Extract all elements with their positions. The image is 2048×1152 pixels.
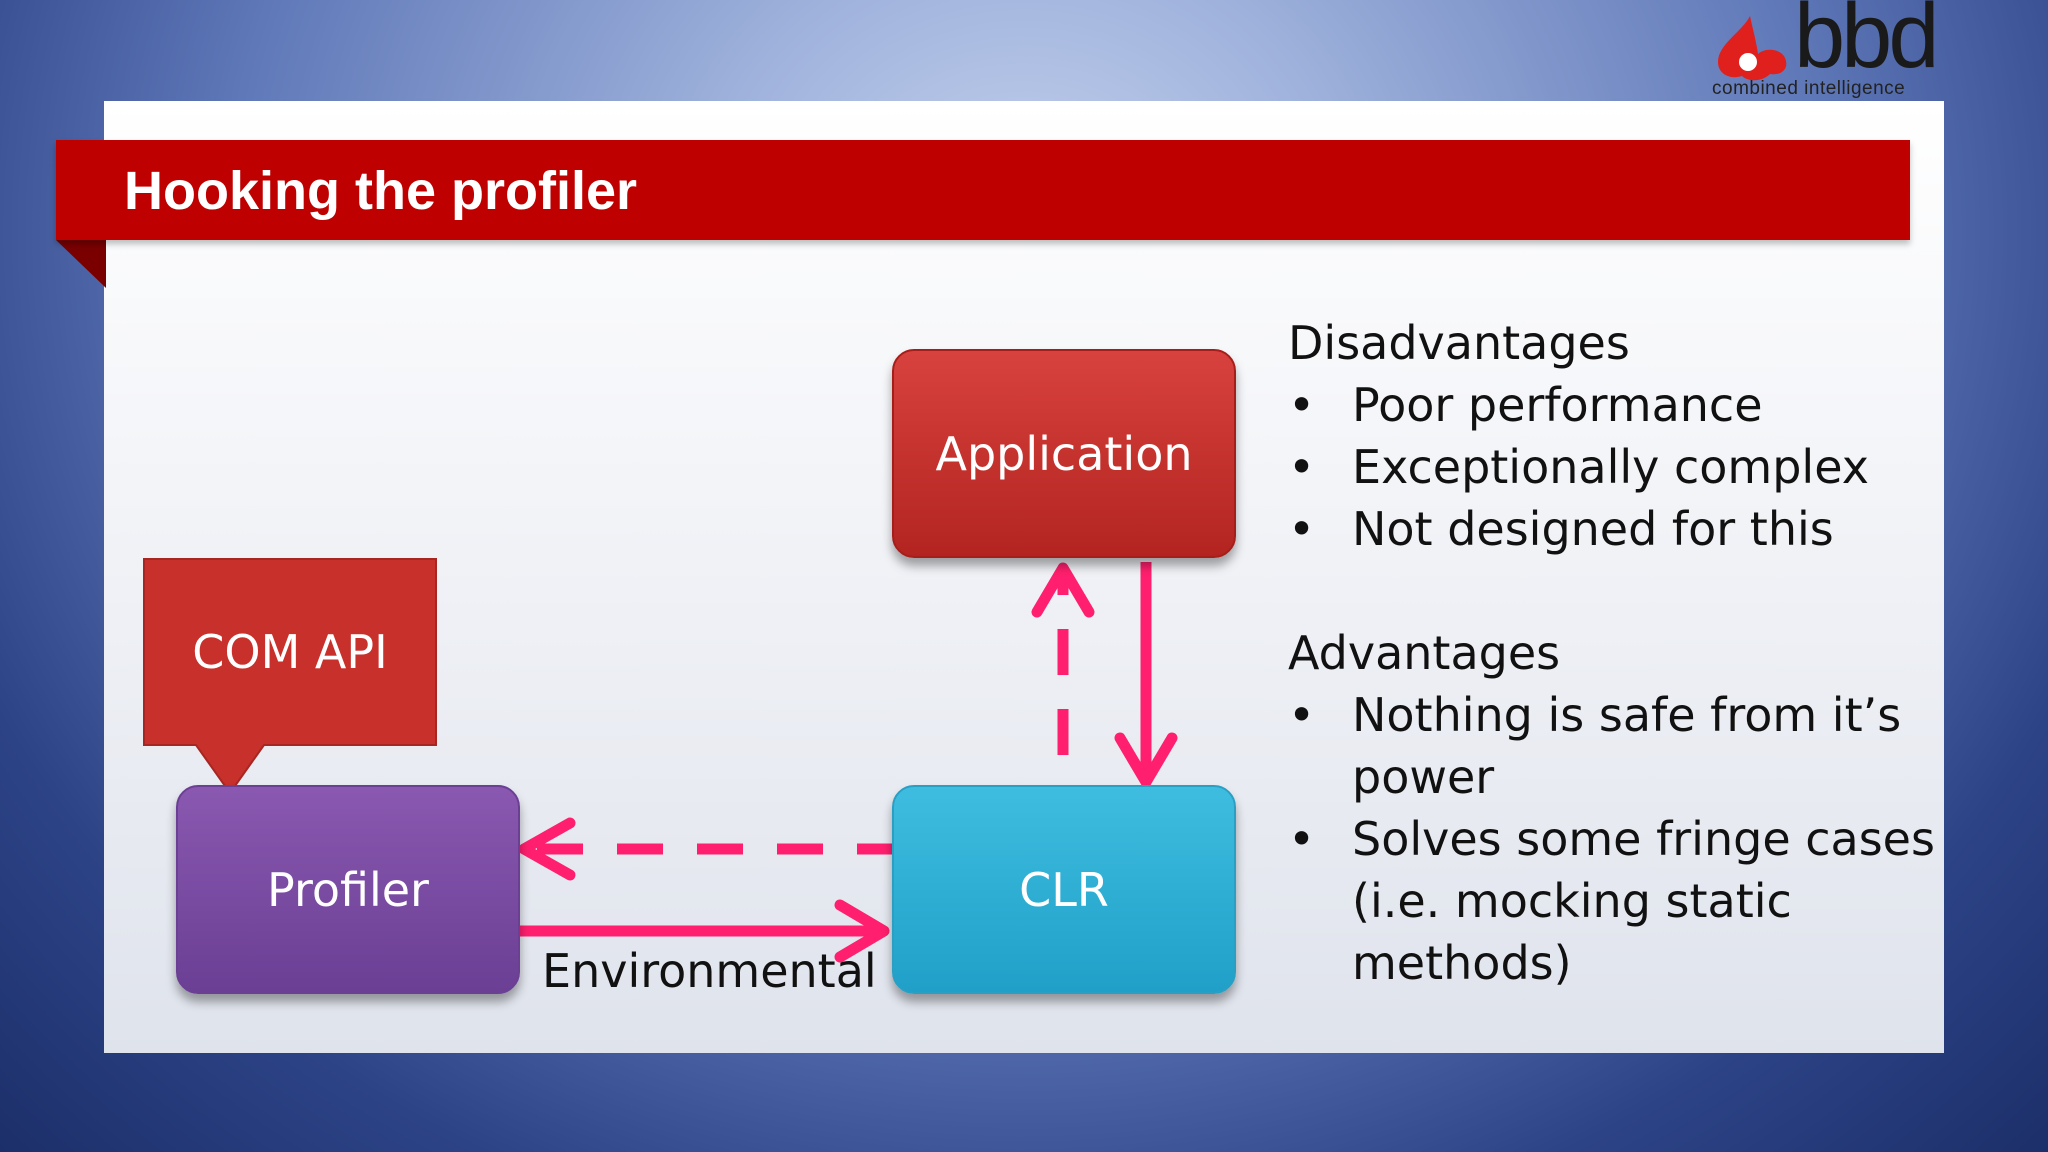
logo-tagline: combined intelligence — [1712, 78, 1906, 99]
clr-box: CLR — [892, 785, 1236, 994]
clr-label: CLR — [1019, 862, 1109, 917]
arrowhead-down-clr — [1114, 732, 1178, 788]
callout-shape — [143, 558, 437, 795]
list-item-text: Nothing is safe from it’s power — [1352, 688, 1902, 804]
com-api-label: COM API — [192, 625, 388, 679]
list-item-text: Poor performance — [1352, 378, 1763, 432]
disadvantages-list: • Poor performance • Exceptionally complex… — [1288, 374, 1948, 560]
list-item: • Solves some fringe cases (i.e. mocking … — [1288, 808, 1948, 994]
bullet-icon: • — [1288, 688, 1316, 742]
arrowhead-left-profiler — [518, 817, 576, 881]
arrowhead-up-application — [1031, 562, 1095, 618]
list-item: • Exceptionally complex — [1288, 436, 1948, 498]
advantages-heading: Advantages — [1288, 626, 1561, 680]
slide-title: Hooking the profiler — [124, 161, 637, 221]
list-item: • Not designed for this — [1288, 498, 1948, 560]
advantages-list: • Nothing is safe from it’s power • Solves… — [1288, 684, 1948, 994]
list-item: • Poor performance — [1288, 374, 1948, 436]
title-bar-fold — [56, 240, 106, 288]
list-item: • Nothing is safe from it’s power — [1288, 684, 1948, 808]
logo-wordmark: bbd — [1794, 0, 1939, 87]
drop-logo-icon — [1718, 16, 1787, 81]
application-label: Application — [935, 426, 1193, 481]
bbd-logo: bbd combined intelligence — [1712, 0, 1942, 104]
profiler-label: Profiler — [267, 862, 429, 917]
bullet-icon: • — [1288, 440, 1316, 494]
title-bar: Hooking the profiler — [56, 140, 1910, 240]
list-item-text: Not designed for this — [1352, 502, 1834, 556]
list-item-text: Exceptionally complex — [1352, 440, 1869, 494]
text-panel: Disadvantages • Poor performance • Excepti… — [1288, 312, 1948, 994]
environmental-label: Environmental — [542, 944, 877, 998]
application-box: Application — [892, 349, 1236, 558]
com-api-callout: COM API — [144, 559, 436, 794]
bullet-icon: • — [1288, 502, 1316, 556]
bullet-icon: • — [1288, 378, 1316, 432]
profiler-box: Profiler — [176, 785, 520, 994]
arrowhead-right-clr — [834, 899, 890, 963]
list-item-text: Solves some fringe cases (i.e. mocking s… — [1352, 812, 1935, 990]
disadvantages-heading: Disadvantages — [1288, 316, 1630, 370]
bullet-icon: • — [1288, 812, 1316, 866]
